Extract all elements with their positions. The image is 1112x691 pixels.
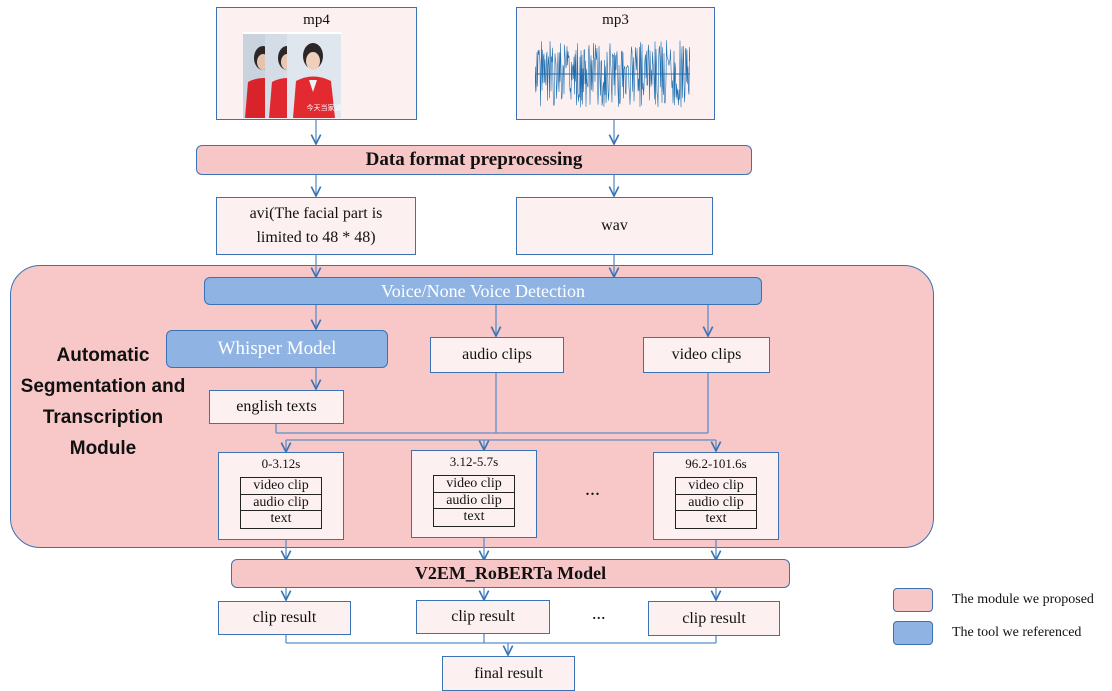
video-frames-thumbnail: 今天当家说 [243, 32, 341, 118]
data-format-preprocessing: Data format preprocessing [196, 145, 752, 175]
legend-proposed-label: The module we proposed [952, 592, 1094, 607]
clip-row: text [270, 511, 292, 527]
frame-front [287, 34, 341, 118]
module-title-line2: Segmentation and [20, 376, 186, 397]
clip-card-1: 0-3.12s video clip audio clip text [218, 452, 344, 540]
clip-result-label: clip result [252, 609, 317, 626]
clip-result-2: clip result [416, 600, 550, 634]
clip-row: audio clip [434, 493, 514, 510]
clip-result-label: clip result [682, 609, 746, 627]
whisper-label: Whisper Model [217, 338, 337, 359]
wav-label: wav [601, 217, 628, 234]
clip-contents: video clip audio clip text [240, 477, 322, 529]
clip-row: audio clip [241, 495, 321, 512]
clip-row: audio clip [676, 495, 756, 512]
clip-row: video clip [434, 476, 514, 493]
video-caption: 今天当家说 [307, 103, 342, 112]
module-title-line3: Transcription [42, 407, 164, 428]
legend-referenced-swatch [893, 621, 933, 645]
clip-row: video clip [241, 478, 321, 495]
module-title-line4: Module [69, 438, 137, 459]
clip-time: 96.2-101.6s [685, 456, 747, 471]
audio-clips-label: audio clips [462, 346, 532, 363]
clip-row: text [705, 511, 727, 527]
avi-label-line2: limited to 48 * 48) [256, 229, 376, 246]
v2em-roberta-model: V2EM_RoBERTa Model [231, 559, 790, 588]
avi-box: avi(The facial part is limited to 48 * 4… [216, 197, 416, 255]
clip-contents: video clip audio clip text [675, 477, 757, 529]
legend-referenced-label: The tool we referenced [952, 625, 1082, 640]
clip-time: 3.12-5.7s [449, 454, 499, 469]
final-result-box: final result [442, 656, 575, 691]
clip-card-3: 96.2-101.6s video clip audio clip text [653, 452, 779, 540]
module-title: Automatic Segmentation and Transcription… [14, 340, 192, 464]
clip-row: text [463, 509, 485, 525]
results-ellipsis: ... [592, 603, 606, 623]
video-clips-label: video clips [671, 346, 742, 363]
english-texts-label: english texts [236, 398, 317, 415]
whisper-model-tool: Whisper Model [166, 330, 388, 368]
clip-result-label: clip result [451, 608, 515, 625]
wav-box: wav [516, 197, 713, 255]
avi-label-line1: avi(The facial part is [249, 205, 383, 222]
final-result-label: final result [474, 664, 543, 682]
english-texts-box: english texts [209, 390, 344, 424]
audio-clips-box: audio clips [430, 337, 564, 373]
clip-card-2: 3.12-5.7s video clip audio clip text [411, 450, 537, 538]
clip-contents: video clip audio clip text [433, 475, 515, 527]
clips-ellipsis: ... [585, 478, 600, 500]
preprocess-label: Data format preprocessing [365, 149, 583, 170]
module-title-line1: Automatic [56, 345, 150, 366]
mp4-label: mp4 [303, 12, 330, 28]
voice-detection-tool: Voice/None Voice Detection [204, 277, 762, 305]
clip-result-3: clip result [648, 601, 780, 636]
clip-time: 0-3.12s [261, 456, 301, 471]
mp3-label: mp3 [602, 12, 629, 28]
clip-row: video clip [676, 478, 756, 495]
model-label: V2EM_RoBERTa Model [414, 563, 607, 583]
waveform-trace [535, 40, 690, 108]
audio-waveform [535, 40, 690, 108]
vad-label: Voice/None Voice Detection [381, 280, 585, 301]
video-clips-box: video clips [643, 337, 770, 373]
legend-proposed-swatch [893, 588, 933, 612]
clip-result-1: clip result [218, 601, 351, 635]
